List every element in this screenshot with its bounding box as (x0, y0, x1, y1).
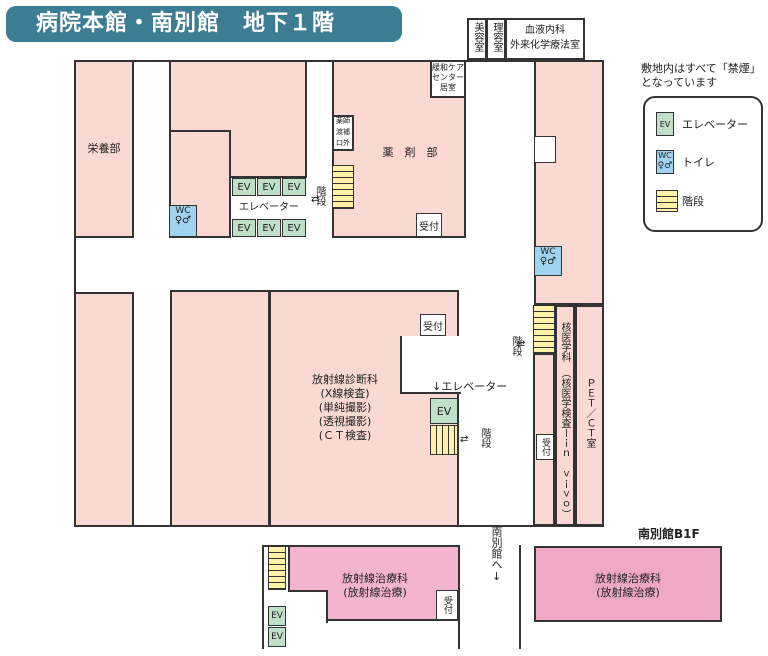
room-pet (575, 305, 604, 526)
uketsuke-chiryou-text: 受付 (442, 596, 452, 614)
ev-housha: EV (430, 398, 458, 424)
wc-left-text: WC (175, 206, 191, 216)
label-chiryou-2: (放射線治療) (343, 586, 407, 599)
room-kanwa (430, 60, 466, 98)
toilet-icon: ♀♂ (539, 256, 557, 267)
label-rihatsu: 理容室 (491, 22, 502, 52)
room-lower-a (170, 290, 270, 527)
no-smoking-notice-2: となっています (641, 76, 718, 89)
label-kanwa-2: センター (432, 73, 464, 82)
room-left-lower (74, 292, 134, 527)
label-ketsueki-2: 外来化学療法室 (510, 40, 580, 51)
wc-right: WC ♀♂ (534, 246, 562, 276)
room-b1f-chiryou (534, 546, 722, 622)
label-kaku-main: 核医学科 (559, 322, 570, 362)
uketsuke-kaku: 受付 (536, 434, 554, 460)
label-kaku-sub: （核医学検査ーｉｎ ｖｉｖｏ） (559, 368, 570, 519)
stairs-pharmacy (332, 165, 354, 209)
label-to-minami: 南別館へ↓ (490, 526, 503, 583)
label-biyoushitsu: 美容室 (472, 22, 483, 52)
label-housha-5: (ＣＴ検査) (318, 429, 372, 442)
label-housha-3: (単純撮影) (318, 401, 372, 414)
label-kanwa-1: 緩和ケア (432, 63, 464, 72)
pharmacy-window (332, 115, 354, 151)
ev-minami-1: EV (268, 606, 286, 626)
uketsuke-kaku-text: 受付 (540, 438, 550, 456)
ev-hall-bottom-3: EV (282, 219, 306, 237)
chiryou-cutout (288, 590, 328, 623)
arrow-stairs-pharmacy: ⇄ (311, 194, 320, 205)
label-chiryou-1: 放射線治療科 (342, 572, 408, 585)
label-eiyoubu: 栄養部 (87, 142, 121, 155)
label-kanwa-3: 居室 (440, 83, 456, 92)
housha-cutout (400, 336, 461, 394)
label-b1f-chiryou-2: (放射線治療) (596, 586, 660, 599)
label-housha-1: 放射線診断科 (312, 373, 378, 386)
legend-stairs-label: 階段 (682, 195, 704, 208)
toilet-icon: ♀♂ (174, 215, 192, 226)
stairs-minami (268, 546, 286, 590)
arrow-stairs-housha: ⇄ (460, 434, 469, 445)
stairs-kaku (533, 305, 555, 353)
legend-wc-label: トイレ (682, 156, 715, 169)
label-stairs-kaku: 階段 (510, 336, 521, 356)
label-housha-2: (X線検査) (320, 387, 370, 400)
title-banner (6, 6, 402, 42)
label-pharmacy-window: 薬師 渡補 口外 (336, 117, 350, 147)
label-b1f: 南別館B1F (638, 527, 700, 541)
legend-ev-icon: EV (656, 112, 674, 136)
label-ketsueki-1: 血液内科 (525, 25, 565, 36)
ev-hall-top-1: EV (232, 178, 256, 196)
toilet-icon: ♀♂ (657, 161, 673, 171)
legend-wc-text: WC (658, 151, 672, 160)
ev-minami-2: EV (268, 627, 286, 647)
no-smoking-notice-1: 敷地内はすべて「禁煙」 (641, 62, 761, 75)
page-title: 病院本館・南別館 地下１階 (36, 11, 336, 36)
uketsuke-housha: 受付 (420, 314, 446, 336)
ev-arrow-label: ↓エレベーター (432, 380, 508, 393)
room-eiyoubu (74, 60, 134, 238)
ev-hall-bottom-2: EV (257, 219, 281, 237)
room-kaku (555, 305, 575, 526)
label-stairs-housha: 階段 (479, 428, 490, 448)
uketsuke-pharmacy: 受付 (416, 213, 442, 237)
stairs-housha (430, 425, 458, 455)
label-elevator-hall: エレベーター (239, 202, 299, 213)
label-pet: ＰＥＴ／ＣＴ室 (584, 378, 595, 448)
uketsuke-chiryou: 受付 (436, 590, 458, 620)
ev-hall-bottom-1: EV (232, 219, 256, 237)
label-stairs-pharmacy: 階段 (314, 186, 325, 206)
legend-ev-label: エレベーター (682, 118, 748, 131)
label-yakuzai: 薬 剤 部 (382, 146, 438, 159)
wc-right-text: WC (540, 247, 556, 257)
label-housha-4: (透視撮影) (318, 415, 372, 428)
ev-hall-top-2: EV (257, 178, 281, 196)
right-room-notch (534, 136, 556, 163)
arrow-stairs-kaku: ⇄ (517, 339, 526, 350)
minami-right-wall (519, 545, 521, 649)
room-ketsueki (505, 18, 585, 60)
label-b1f-chiryou-1: 放射線治療科 (595, 572, 661, 585)
legend-wc-icon: WC ♀♂ (656, 150, 674, 174)
wc-left: WC ♀♂ (169, 205, 197, 237)
ev-hall-top-3: EV (282, 178, 306, 196)
legend-stairs-icon (656, 190, 678, 212)
